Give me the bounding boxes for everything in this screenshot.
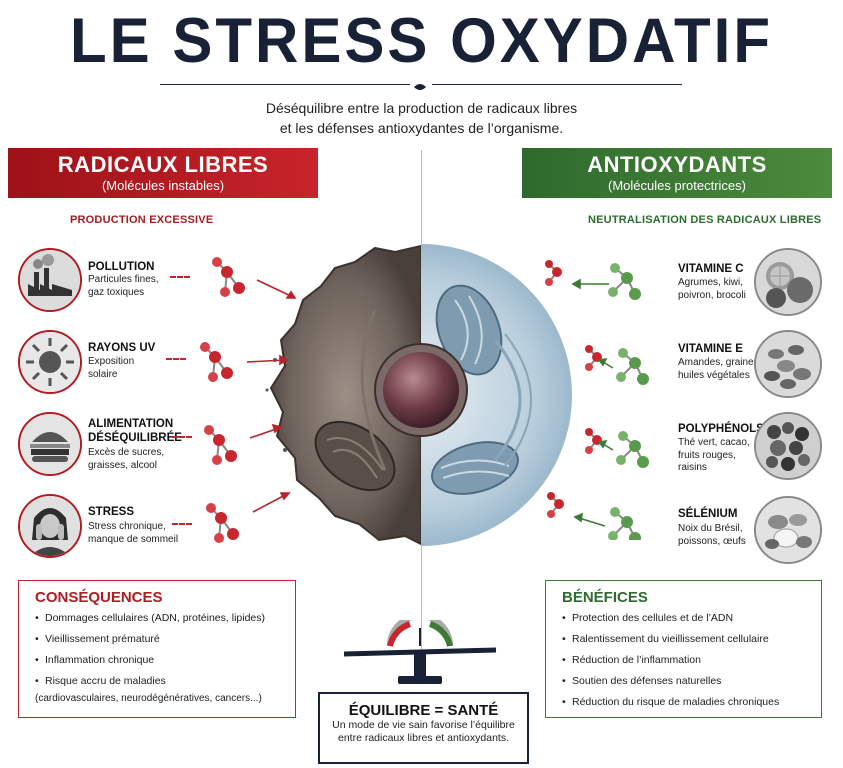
vitamine-e-desc: Amandes, graines, huiles végétales xyxy=(678,357,761,382)
polyphenols-desc-line-1: Thé vert, cacao, xyxy=(678,437,750,448)
burger-icon xyxy=(18,412,82,476)
cell-illustration xyxy=(255,240,585,550)
alimentation-title-line-1: ALIMENTATION xyxy=(88,418,174,430)
free-radical-molecules xyxy=(195,250,310,550)
subtitle-line-2: et les défenses antioxydantes de l’organ… xyxy=(279,120,564,136)
nuts-icon xyxy=(754,330,822,398)
pollution-desc-line-2: gaz toxiques xyxy=(88,286,145,298)
polyphenols-desc-line-2: fruits rouges, xyxy=(678,449,736,461)
vitamine-e-desc-line-2: huiles végétales xyxy=(678,369,750,381)
benefices-title: BÉNÉFICES xyxy=(562,589,648,606)
subtitle-line-1: Déséquilibre entre la production de radi… xyxy=(265,100,578,116)
selenium-title: SÉLÉNIUM xyxy=(678,508,738,520)
polyphenols-title: POLYPHÉNOLS xyxy=(678,423,764,435)
stressed-person-icon xyxy=(18,494,82,558)
polyphenols-desc-line-3: raisins xyxy=(678,462,707,473)
factory-icon xyxy=(18,248,82,312)
stress-desc-line-1: Stress chronique, xyxy=(88,521,166,532)
radicaux-libres-heading: RADICAUX LIBRES xyxy=(57,152,269,177)
title-underline-left xyxy=(160,84,410,85)
subtitle: Déséquilibre entre la production de radi… xyxy=(0,98,843,138)
list-item: Soutien des défenses naturelles xyxy=(562,675,821,688)
pollution-dash xyxy=(170,276,190,278)
list-item: Réduction du risque de maladies chroniqu… xyxy=(562,696,821,709)
stress-desc: Stress chronique, manque de sommeil xyxy=(88,521,178,546)
list-item: Vieillissement prématuré xyxy=(35,633,295,646)
equilibre-box: ÉQUILIBRE = SANTÉ Un mode de vie sain fa… xyxy=(318,692,529,764)
page-title: LE STRESS OXYDATIF xyxy=(70,5,773,76)
alimentation-desc: Excès de sucres, graisses, alcool xyxy=(88,447,164,472)
radicaux-libres-band: RADICAUX LIBRES (Molécules instables) xyxy=(8,148,318,198)
neutralisation-label: NEUTRALISATION DES RADICAUX LIBRES xyxy=(588,214,822,226)
polyphenols-desc: Thé vert, cacao, fruits rouges, raisins xyxy=(678,437,750,475)
vitamine-e-desc-line-1: Amandes, graines, xyxy=(678,357,762,368)
antioxydants-heading: ANTIOXYDANTS xyxy=(587,152,767,177)
vitamine-c-desc: Agrumes, kiwi, poivron, brocoli xyxy=(678,277,746,302)
vitamine-e-title: VITAMINE E xyxy=(678,343,743,355)
berries-icon xyxy=(754,412,822,480)
citrus-icon xyxy=(754,248,822,316)
radicaux-libres-subheading: (Molécules instables) xyxy=(101,178,225,193)
alimentation-dash xyxy=(172,436,192,438)
list-item: Réduction de l’inflammation xyxy=(562,654,821,667)
list-item: Inflammation chronique xyxy=(35,654,295,667)
consequences-list: Dommages cellulaires (ADN, protéines, li… xyxy=(35,612,295,705)
sun-icon xyxy=(18,330,82,394)
production-excessive-label: PRODUCTION EXCESSIVE xyxy=(70,214,214,226)
alimentation-desc-line-2: graisses, alcool xyxy=(88,459,157,471)
rayons-uv-dash xyxy=(166,358,186,360)
selenium-desc-line-1: Noix du Brésil, xyxy=(678,523,743,534)
title-ornament-icon xyxy=(413,79,427,90)
antioxidant-molecules xyxy=(535,250,655,544)
rayons-uv-desc: Exposition solaire xyxy=(88,356,134,381)
equilibre-desc-line-2: entre radicaux libres et antioxydants. xyxy=(337,732,509,744)
brazil-nut-icon xyxy=(754,496,822,564)
alimentation-desc-line-1: Excès de sucres, xyxy=(88,447,165,458)
vitamine-c-desc-line-2: poivron, brocoli xyxy=(678,289,746,301)
consequences-box: CONSÉQUENCES Dommages cellulaires (ADN, … xyxy=(18,580,296,718)
consequences-title: CONSÉQUENCES xyxy=(35,589,163,606)
stress-title: STRESS xyxy=(88,506,135,518)
stress-dash xyxy=(172,523,192,525)
list-item: Dommages cellulaires (ADN, protéines, li… xyxy=(35,612,295,625)
list-item-subtext: (cardiovasculaires, neurodégénératives, … xyxy=(35,693,262,704)
antioxydants-band: ANTIOXYDANTS (Molécules protectrices) xyxy=(522,148,832,198)
benefices-list: Protection des cellules et de l’ADN Rale… xyxy=(562,612,821,709)
stress-desc-line-2: manque de sommeil xyxy=(88,533,179,545)
antioxydants-subheading: (Molécules protectrices) xyxy=(608,178,746,193)
rayons-uv-title: RAYONS UV xyxy=(88,342,156,354)
antioxidant-molecule-icon xyxy=(545,260,641,300)
rayons-uv-desc-line-2: solaire xyxy=(88,368,118,380)
title-underline-right xyxy=(432,84,682,85)
list-item: Risque accru de maladies (cardiovasculair… xyxy=(35,675,295,705)
vitamine-c-title: VITAMINE C xyxy=(678,263,744,275)
alimentation-title: ALIMENTATION DÉSÉQUILIBRÉE xyxy=(88,417,182,445)
selenium-desc-line-2: poissons, œufs xyxy=(678,535,746,547)
rayons-uv-desc-line-1: Exposition xyxy=(88,356,135,367)
equilibre-desc: Un mode de vie sain favorise l’équilibre… xyxy=(320,719,527,745)
list-item-text: Risque accru de maladies xyxy=(45,675,166,687)
benefices-box: BÉNÉFICES Protection des cellules et de … xyxy=(545,580,822,718)
equilibre-title: ÉQUILIBRE = SANTÉ xyxy=(348,702,499,719)
free-radical-molecule-icon xyxy=(212,257,245,297)
pollution-title: POLLUTION xyxy=(88,261,155,273)
pollution-desc: Particules fines, gaz toxiques xyxy=(88,274,159,299)
equilibre-desc-line-1: Un mode de vie sain favorise l’équilibre xyxy=(332,719,515,731)
list-item: Ralentissement du vieillissement cellula… xyxy=(562,633,821,646)
pollution-desc-line-1: Particules fines, xyxy=(88,274,159,285)
list-item: Protection des cellules et de l’ADN xyxy=(562,612,821,625)
vitamine-c-desc-line-1: Agrumes, kiwi, xyxy=(678,277,744,288)
alimentation-title-line-2: DÉSÉQUILIBRÉE xyxy=(88,432,182,444)
selenium-desc: Noix du Brésil, poissons, œufs xyxy=(678,523,746,548)
balance-scale-icon xyxy=(340,613,500,694)
